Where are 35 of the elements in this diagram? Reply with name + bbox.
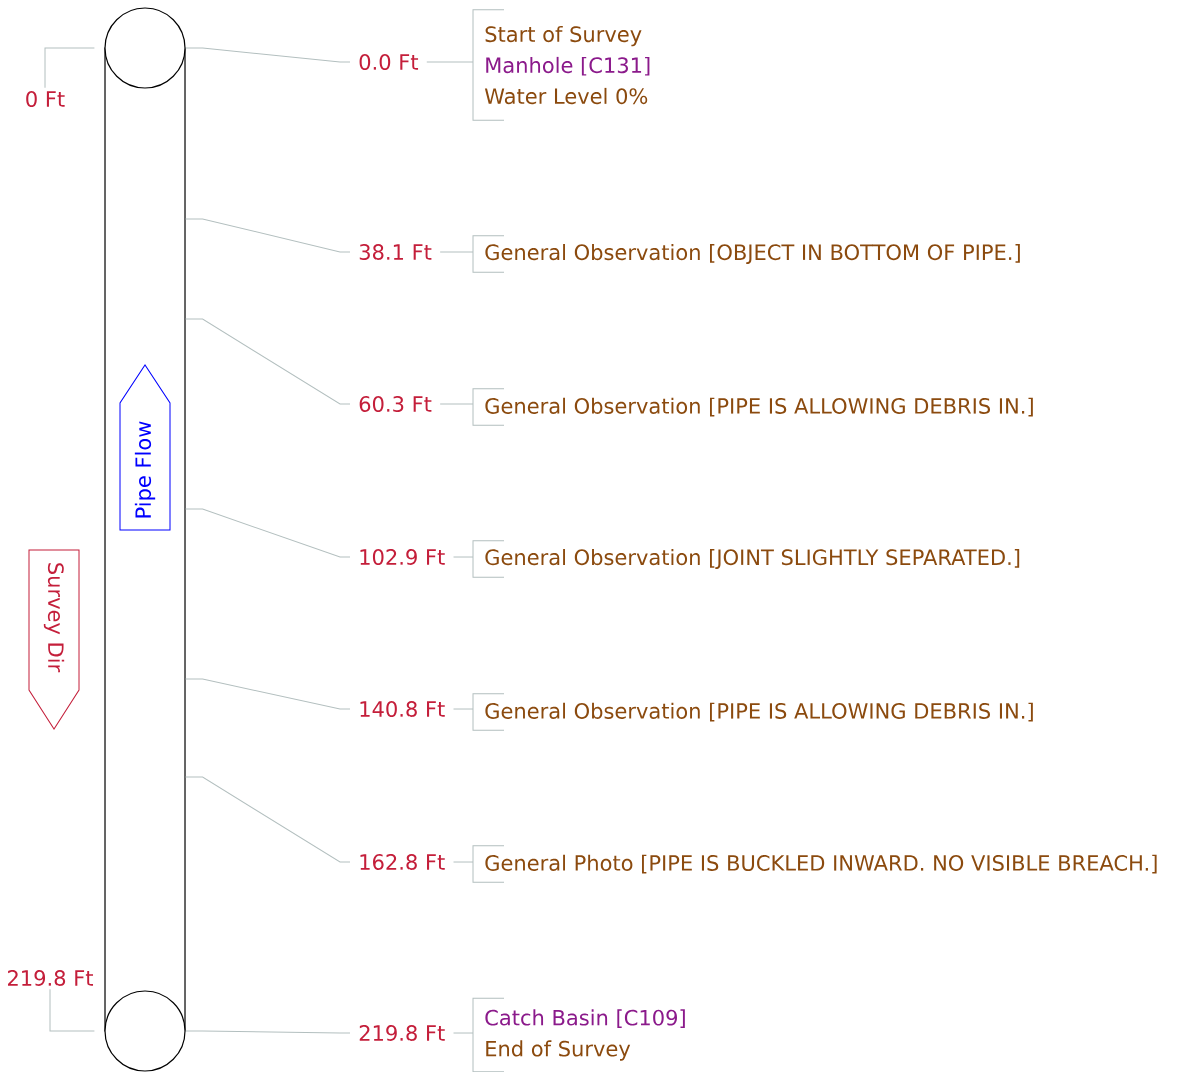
observation-note: General Observation [PIPE IS ALLOWING DEBRIS IN.] bbox=[472, 693, 1033, 731]
observation-note: General Observation [PIPE IS ALLOWING DEBRIS IN.] bbox=[472, 388, 1033, 426]
leader-line bbox=[185, 776, 351, 863]
leader-line bbox=[44, 47, 95, 89]
distance-label: 219.8 Ft bbox=[359, 1025, 445, 1041]
leader-line bbox=[185, 318, 351, 405]
distance-label: 162.8 Ft bbox=[360, 854, 445, 870]
leader-line bbox=[453, 708, 474, 710]
observation-note: General Photo [PIPE IS BUCKLED INWARD. NO VISIBLE BREACH.] bbox=[472, 845, 1157, 883]
manhole-circle bbox=[104, 7, 186, 89]
leader-line bbox=[453, 861, 474, 863]
distance-label: 38.1 Ft bbox=[359, 244, 432, 260]
leader-line bbox=[185, 47, 351, 63]
leader-line bbox=[185, 678, 351, 710]
distance-label: 0 Ft bbox=[26, 91, 65, 107]
leader-line bbox=[185, 1030, 351, 1034]
leader-line bbox=[439, 403, 474, 405]
leader-line bbox=[453, 1032, 474, 1034]
distance-label: 219.8 Ft bbox=[8, 970, 93, 986]
distance-label: 60.3 Ft bbox=[359, 396, 432, 412]
leader-line bbox=[426, 61, 474, 63]
distance-label: 0.0 Ft bbox=[359, 54, 419, 70]
distance-label: 140.8 Ft bbox=[360, 701, 445, 717]
manhole-circle bbox=[104, 990, 186, 1072]
observation-note: General Observation [OBJECT IN BOTTOM OF PIPE.] bbox=[472, 235, 1020, 273]
pipe-body bbox=[104, 47, 186, 1032]
distance-label: 102.9 Ft bbox=[360, 549, 445, 565]
observation-note: Start of Survey Manhole [C131] Water Level 0% bbox=[472, 9, 650, 121]
leader-line bbox=[185, 218, 351, 253]
observation-note: Catch Basin [C109] End of Survey bbox=[472, 997, 685, 1072]
leader-line bbox=[453, 556, 474, 558]
leader-line bbox=[49, 988, 95, 1032]
leader-line bbox=[439, 251, 474, 253]
leader-line bbox=[185, 508, 351, 558]
observation-note: General Observation [JOINT SLIGHTLY SEPARATED.] bbox=[472, 540, 1020, 578]
